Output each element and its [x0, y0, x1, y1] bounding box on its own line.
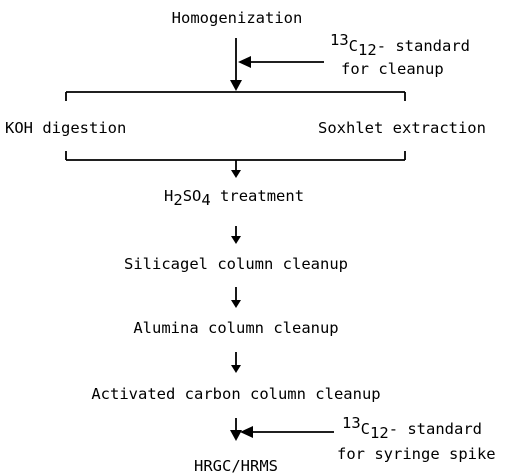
- step-alumina-cleanup: Alumina column cleanup: [133, 319, 338, 337]
- syringe-spike-arrowhead: [240, 426, 253, 438]
- step-koh-digestion: KOH digestion: [5, 119, 126, 137]
- flow-arrowhead-to-activated-carbon: [231, 365, 241, 373]
- flow-arrowhead-to-alumina: [231, 300, 241, 308]
- syringe-spike-label: 13C12- standard: [342, 414, 482, 442]
- step-hrgc-hrms: HRGC/HRMS: [194, 457, 278, 474]
- step-h2so4-treatment: H2SO4 treatment: [164, 187, 304, 209]
- step-homogenization: Homogenization: [172, 9, 303, 27]
- flow-arrowhead-to-h2so4: [231, 170, 241, 178]
- cleanup-spike-label-line2: for cleanup: [341, 60, 444, 78]
- step-soxhlet-extraction: Soxhlet extraction: [318, 119, 486, 137]
- flow-arrowhead-to-hrgc: [230, 430, 242, 441]
- cleanup-spike-arrowhead: [238, 56, 251, 68]
- step-activated-carbon-cleanup: Activated carbon column cleanup: [91, 385, 380, 403]
- syringe-spike-label-line2: for syringe spike: [337, 445, 496, 463]
- flow-arrowhead-to-silicagel: [231, 236, 241, 244]
- cleanup-spike-label: 13C12- standard: [330, 31, 470, 59]
- flow-arrowhead-to-bracket: [230, 80, 242, 91]
- step-silicagel-cleanup: Silicagel column cleanup: [124, 255, 348, 273]
